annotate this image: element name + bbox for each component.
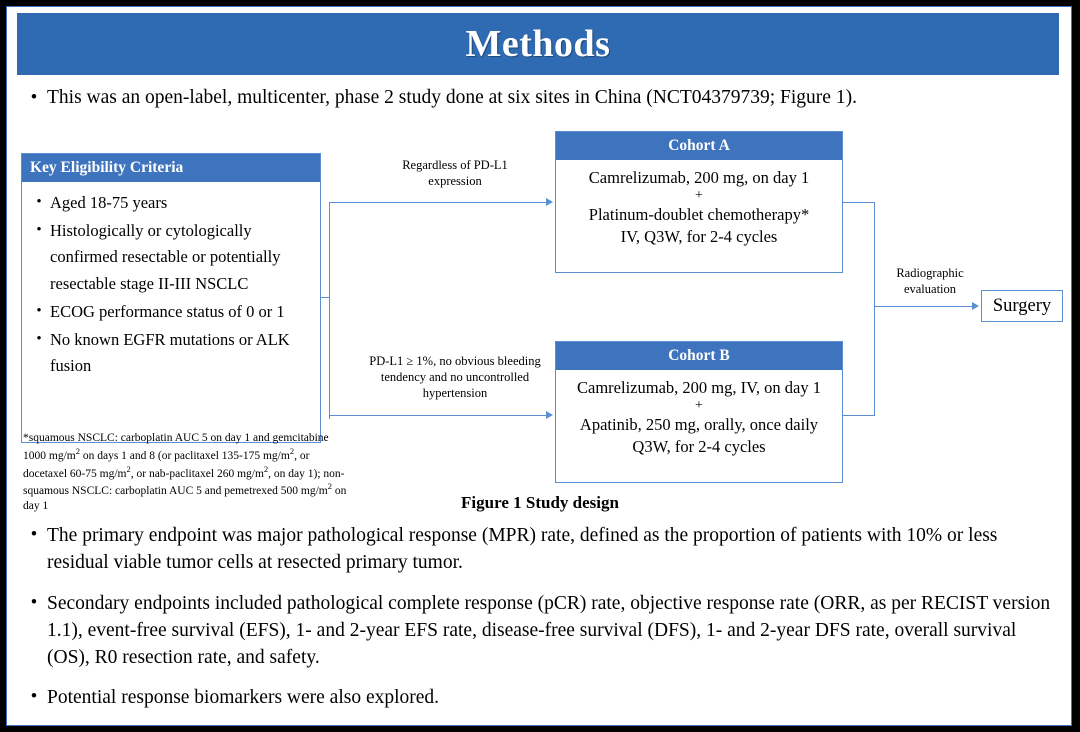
surgery-box: Surgery [981,290,1063,322]
list-item: • The primary endpoint was major patholo… [21,522,1057,577]
cohort-b-plus: + [695,397,703,413]
bottom-bullet-list: • The primary endpoint was major patholo… [21,522,1057,725]
connector-to-cohort-a [329,202,547,204]
lead-bullet-text: This was an open-label, multicenter, pha… [47,87,857,108]
footnote-part-4: , or nab-paclitaxel 260 mg/m [130,467,264,480]
study-design-figure: Key Eligibility Criteria • Aged 18-75 ye… [7,125,1073,512]
bullet-marker: • [36,302,42,319]
eligibility-list: • Aged 18-75 years • Histologically or c… [22,182,320,380]
lead-bullet: • This was an open-label, multicenter, p… [21,85,1051,112]
connector-from-cohort-b [843,415,875,417]
connector-merge-vertical [874,202,876,416]
cohort-a-line-2: Platinum-doublet chemotherapy* [588,204,810,224]
connector-label-top: Regardless of PD-L1 expression [402,158,508,188]
cohort-b-header: Cohort B [556,342,842,370]
arrow-to-surgery-icon [972,302,979,310]
bullet-marker: • [30,524,38,545]
eligibility-item-text: ECOG performance status of 0 or 1 [50,301,285,321]
bullet-marker: • [30,591,38,613]
slide-title-bar: Methods [17,13,1059,75]
page-title: Methods [465,23,611,65]
list-item: • Potential response biomarkers were als… [21,684,1057,711]
cohort-a-line-3: IV, Q3W, for 2-4 cycles [620,226,778,246]
connector-from-cohort-a [843,202,875,204]
figure-caption: Figure 1 Study design [461,493,619,512]
list-item: • No known EGFR mutations or ALK fusion [28,327,316,380]
footnote-part-3: , or docetaxel 60-75 mg/m [23,449,310,480]
eligibility-item-text: No known EGFR mutations or ALK fusion [50,329,290,376]
connector-to-cohort-b [329,415,547,417]
list-item: • Aged 18-75 years [28,190,316,217]
cohort-b-body: Camrelizumab, 200 mg, IV, on day 1 + Apa… [556,370,842,458]
footnote-part-2: on days 1 and 8 (or paclitaxel 135-175 m… [79,449,290,462]
bottom-bullet-text: The primary endpoint was major pathologi… [47,525,998,574]
cohort-a-line-1: Camrelizumab, 200 mg, on day 1 [588,168,810,187]
arrow-to-cohort-b-icon [546,411,553,419]
bullet-marker: • [30,686,38,708]
eligibility-item-text: Histologically or cytologically confirme… [50,220,281,294]
footnote-sup-4: 2 [263,463,269,474]
eligibility-header: Key Eligibility Criteria [22,154,320,182]
bullet-marker: • [36,221,42,238]
cohort-a-plus: + [695,187,703,203]
list-item: • ECOG performance status of 0 or 1 [28,299,316,326]
footnote-part-5: , on day 1); non-squamous NSCLC: carbopl… [23,467,345,498]
footnote-sup-2: 2 [289,445,295,456]
bullet-marker: • [30,87,38,108]
cohort-a-header: Cohort A [556,132,842,160]
arrow-to-cohort-a-icon [546,198,553,206]
surgery-label: Surgery [992,295,1052,316]
cohort-b-line-1: Camrelizumab, 200 mg, IV, on day 1 [577,378,821,397]
footnote-part-1: *squamous NSCLC: carboplatin AUC 5 on da… [23,432,329,462]
bottom-bullet-text: Secondary endpoints included pathologica… [47,592,1051,669]
bottom-bullet-text: Potential response biomarkers were also … [47,687,440,709]
connector-to-surgery [874,306,974,308]
connector-trunk-stub [321,297,330,299]
footnote-sup-3: 2 [126,463,131,474]
bullet-marker: • [36,330,42,347]
footnote-part-6: on day 1 [23,485,347,513]
footnote-sup-1: 2 [75,445,80,456]
figure-footnote: *squamous NSCLC: carboplatin AUC 5 on da… [23,431,353,514]
cohort-b-box: Cohort B Camrelizumab, 200 mg, IV, on da… [555,341,843,483]
cohort-a-box: Cohort A Camrelizumab, 200 mg, on day 1 … [555,131,843,273]
connector-branch-up [329,202,331,298]
connector-label-right: Radiographic evaluation [896,266,964,296]
cohort-a-body: Camrelizumab, 200 mg, on day 1 + Platinu… [556,160,842,248]
eligibility-item-text: Aged 18-75 years [50,193,168,212]
connector-label-bottom: PD-L1 ≥ 1%, no obvious bleeding tendency… [369,354,541,400]
list-item: • Histologically or cytologically confir… [28,218,316,298]
slide-canvas: Methods • This was an open-label, multic… [6,6,1072,726]
connector-branch-down [329,297,331,416]
bullet-marker: • [36,194,42,210]
eligibility-criteria-box: Key Eligibility Criteria • Aged 18-75 ye… [21,153,321,443]
footnote-sup-5: 2 [327,481,332,492]
cohort-b-line-2: Apatinib, 250 mg, orally, once daily [579,414,819,434]
list-item: • Secondary endpoints included pathologi… [21,590,1057,672]
cohort-b-line-3: Q3W, for 2-4 cycles [632,436,766,456]
